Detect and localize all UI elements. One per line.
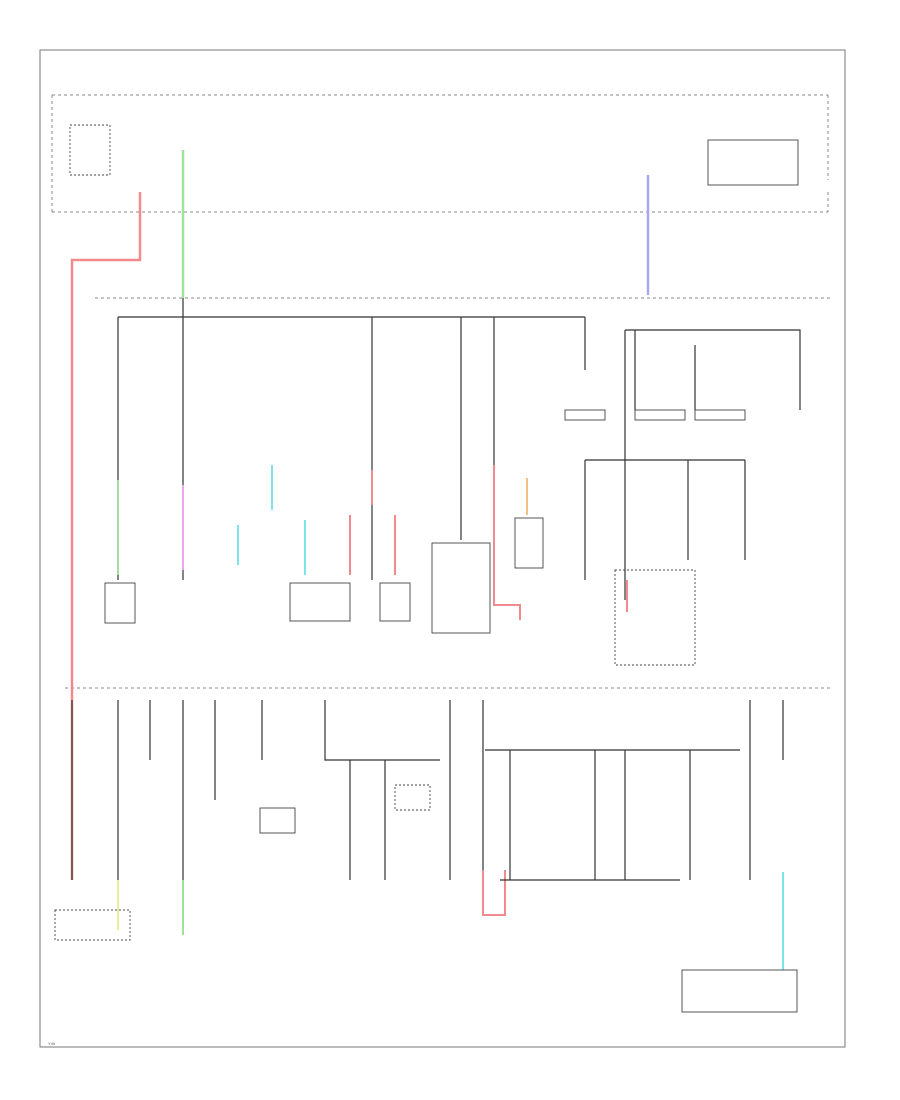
lower-bus	[71, 700, 784, 880]
component-box-3	[379, 582, 411, 622]
fuse-box-enclosure	[51, 94, 829, 213]
component-box-6	[634, 409, 686, 421]
wire-red-lower-loop	[482, 870, 506, 916]
fuse-relay-label-block	[707, 139, 799, 186]
ignition-switch-block	[69, 124, 111, 176]
component-box-8	[564, 409, 606, 421]
component-box-9	[614, 569, 696, 666]
component-box-2	[289, 582, 351, 622]
lower-box-4	[681, 969, 798, 1013]
lower-box-3	[394, 784, 431, 811]
wire-red-main	[70, 192, 142, 880]
diagram-frame	[39, 49, 846, 1048]
component-box-4	[431, 542, 491, 634]
component-box-1	[104, 582, 136, 624]
main-bus	[117, 298, 586, 580]
aux-bus	[584, 329, 801, 600]
wire-red-seg-4	[493, 465, 521, 620]
component-box-5	[514, 517, 544, 569]
component-box-7	[694, 409, 746, 421]
footer-code: Y40	[48, 1041, 56, 1046]
lower-box-1	[54, 909, 131, 941]
lower-box-2	[259, 807, 296, 834]
